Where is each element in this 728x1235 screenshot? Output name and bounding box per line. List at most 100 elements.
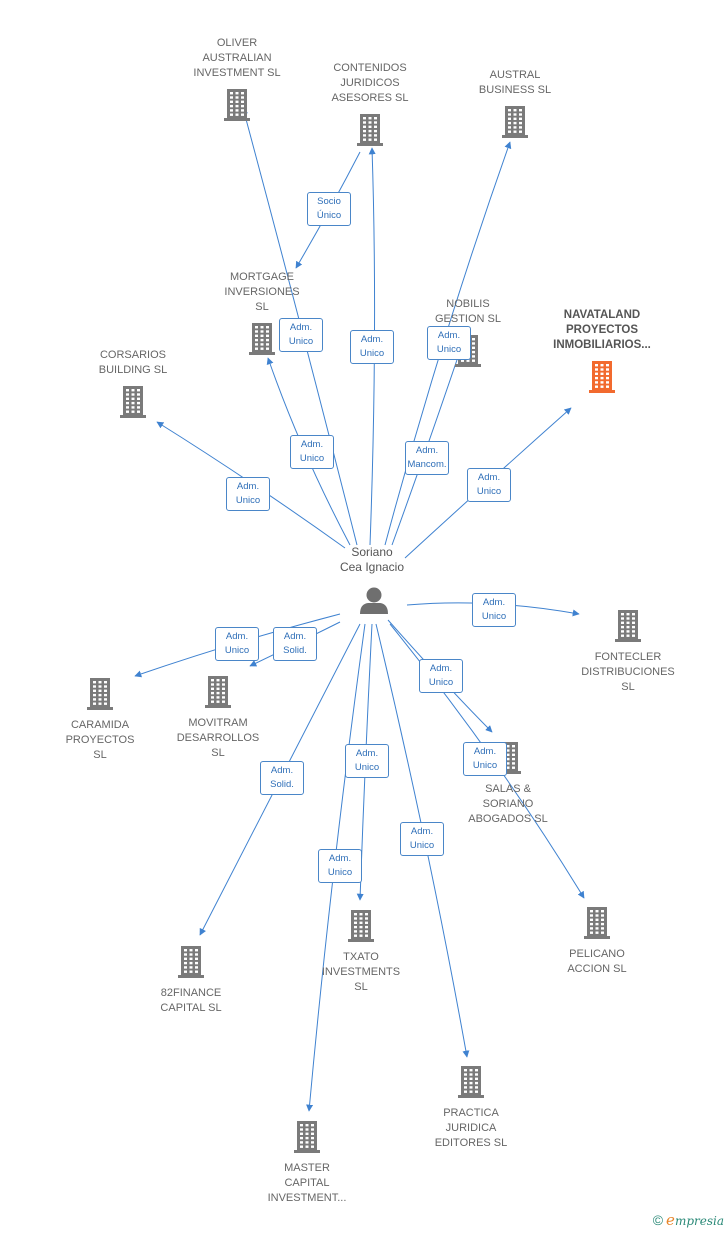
company-name-line: INVESTMENTS	[321, 966, 401, 978]
company-name-line: PRACTICA	[443, 1107, 499, 1119]
company-name-line: ABOGADOS SL	[468, 813, 548, 825]
relation-badge-adm-master[interactable]: Adm.Unico	[318, 849, 362, 883]
company-name-line: ACCION SL	[567, 963, 627, 975]
relation-badge-adm-contenidos[interactable]: Adm. Unico	[350, 330, 394, 364]
relation-badge-adm-corsarios[interactable]: Adm.Unico	[226, 477, 270, 511]
company-node-caramida[interactable]: CARAMIDA PROYECTOS SL	[25, 676, 175, 763]
company-name-line: PELICANO	[569, 948, 625, 960]
building-icon	[502, 106, 528, 138]
building-icon	[87, 678, 113, 710]
company-name-line: ASESORES SL	[331, 92, 409, 104]
company-name: PELICANO ACCION SL	[522, 947, 672, 977]
footer-brand: ©empresia	[653, 1211, 724, 1229]
building-icon	[205, 676, 231, 708]
relation-label-line: Adm.	[360, 334, 384, 345]
relation-badge-adm-pelicano[interactable]: Adm. Unico	[463, 742, 507, 776]
relation-badge-adm-austral[interactable]: Adm.Mancom.	[405, 441, 449, 475]
company-name: CONTENIDOS JURIDICOS ASESORES SL	[295, 61, 445, 106]
relation-label-line: Unico	[472, 760, 498, 771]
relation-label-line: Unico	[409, 840, 435, 851]
relation-label-line: Adm.	[225, 631, 249, 642]
building-icon	[178, 946, 204, 978]
company-name-line: FONTECLER	[594, 651, 662, 663]
company-name-line: SL	[621, 681, 635, 693]
person-node[interactable]: Soriano Cea Ignacio	[327, 545, 417, 575]
building-icon	[357, 114, 383, 146]
building-icon	[294, 1121, 320, 1153]
company-name-line: SL	[93, 749, 107, 761]
building-icon	[120, 386, 146, 418]
building-icon	[224, 89, 250, 121]
relation-label-line: Adm.	[429, 663, 453, 674]
relation-label-line: Adm.	[437, 330, 461, 341]
company-name-line: TXATO	[343, 951, 379, 963]
company-name-line: DISTRIBUCIONES	[581, 666, 675, 678]
relation-badge-adm-82finance[interactable]: Adm.Solid.	[260, 761, 304, 795]
company-node-contenidos[interactable]: CONTENIDOS JURIDICOS ASESORES SL	[295, 61, 445, 148]
brand-rest: mpresia	[674, 1214, 724, 1228]
building-icon	[584, 907, 610, 939]
relation-label-line: Adm.	[415, 445, 439, 456]
relation-badge-adm-movitram[interactable]: Adm.Solid.	[273, 627, 317, 661]
company-name-line: MASTER	[284, 1162, 330, 1174]
relation-label-line: Adm.	[410, 826, 434, 837]
person-name-line1: Soriano	[351, 545, 393, 559]
company-name-line: INVESTMENT...	[267, 1192, 347, 1204]
relation-label-line: Solid.	[270, 779, 294, 790]
company-name-line: PROYECTOS	[65, 734, 135, 746]
relation-label-line: Adm.	[300, 439, 324, 450]
relation-label-line: Unico	[436, 344, 462, 355]
relation-badge-adm-practica[interactable]: Adm. Unico	[400, 822, 444, 856]
relation-label-line: Adm.	[477, 472, 501, 483]
relation-label-line: Adm.	[328, 853, 352, 864]
relation-label-line: Unico	[354, 762, 380, 773]
company-name-line: SL	[211, 747, 225, 759]
relation-badge-adm-nobilis[interactable]: Adm. Unico	[427, 326, 471, 360]
company-node-pelicano[interactable]: PELICANO ACCION SL	[522, 905, 672, 977]
company-name-line: MOVITRAM	[188, 717, 248, 729]
relation-badge-adm-fontecler[interactable]: Adm.Unico	[472, 593, 516, 627]
building-icon	[458, 1066, 484, 1098]
relation-badge-adm-caramida[interactable]: Adm. Unico	[215, 627, 259, 661]
company-name-line: JURIDICOS	[340, 77, 400, 89]
relation-label-line: Solid.	[283, 645, 307, 656]
company-name-line: INVESTMENT SL	[193, 67, 281, 79]
relation-badge-adm-txato[interactable]: Adm.Unico	[345, 744, 389, 778]
relation-badge-adm-mortgage[interactable]: Adm.Unico	[290, 435, 334, 469]
relation-label-line: Adm.	[473, 746, 497, 757]
relation-badge-adm-navataland[interactable]: Adm.Unico	[467, 468, 511, 502]
relation-badge-adm-salas[interactable]: Adm. Unico	[419, 659, 463, 693]
relation-label-line: Unico	[235, 495, 261, 506]
company-name-line: MORTGAGE	[230, 271, 294, 283]
relation-label-line: Unico	[359, 348, 385, 359]
relation-label-line: Unico	[224, 645, 250, 656]
relation-label-line: Adm.	[289, 322, 313, 333]
company-name-line: AUSTRAL	[489, 69, 541, 81]
company-name-line: EDITORES SL	[434, 1137, 508, 1149]
person-icon	[360, 587, 388, 614]
relation-badge-adm-oliver[interactable]: Adm.Unico	[279, 318, 323, 352]
company-name-line: CONTENIDOS	[333, 62, 407, 74]
company-name-line: CORSARIOS	[99, 349, 166, 361]
company-node-fontecler[interactable]: FONTECLER DISTRIBUCIONES SL	[553, 608, 703, 695]
relation-label-line: Unico	[428, 677, 454, 688]
company-name-line: CARAMIDA	[70, 719, 130, 731]
relation-label-line: Adm.	[482, 597, 506, 608]
